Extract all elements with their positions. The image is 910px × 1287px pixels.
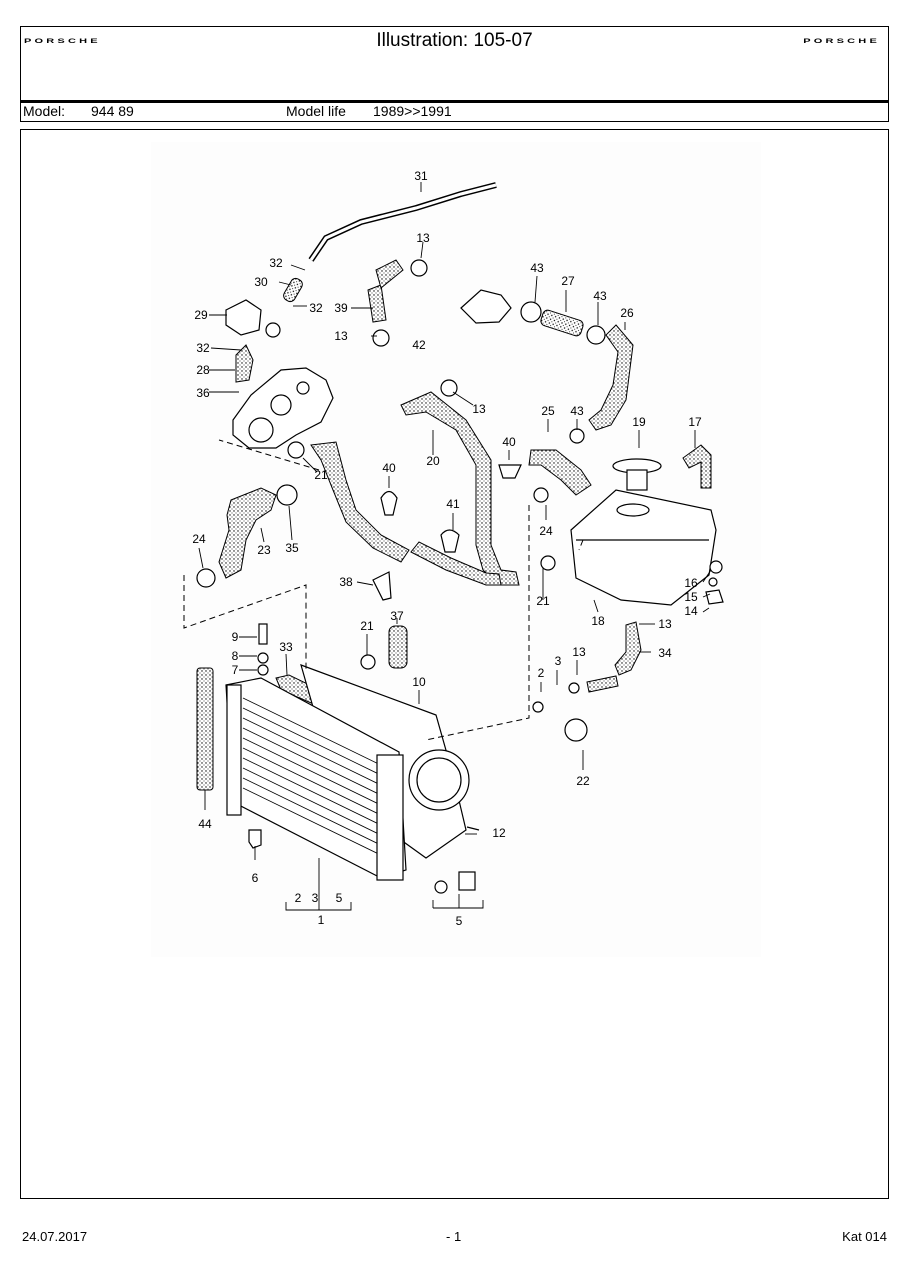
callout-label: 32 [196, 341, 210, 355]
callout-label: 19 [632, 415, 646, 429]
callout-label: 3 [555, 654, 562, 668]
callout-label: 35 [285, 541, 299, 555]
callout-label: 21 [360, 619, 374, 633]
callout-label: 32 [269, 256, 283, 270]
model-life-value: 1989>>1991 [373, 103, 452, 119]
callout-label: 44 [198, 817, 212, 831]
callout-label: 23 [257, 543, 271, 557]
callout-label: 42 [412, 338, 426, 352]
footer-date: 24.07.2017 [22, 1229, 88, 1244]
callout-label: 22 [576, 774, 590, 788]
callout-label: 8 [232, 649, 239, 663]
page-title: Illustration: 105-07 [376, 30, 533, 51]
callout-label: 13 [658, 617, 672, 631]
callout-label: 25 [541, 404, 555, 418]
callout-label: 24 [539, 524, 553, 538]
callout-label: 13 [416, 231, 430, 245]
callout-label: 21 [536, 594, 550, 608]
parts-diagram: 31 32 30 32 13 39 42 13 43 27 43 26 29 3… [151, 142, 761, 957]
callout-label: 43 [593, 289, 607, 303]
callout-label: 3 [312, 891, 319, 905]
header: PORSCHE Illustration: 105-07 PORSCHE Mod… [20, 26, 889, 122]
callout-label: 1 [318, 913, 325, 927]
porsche-logo-left: PORSCHE [24, 38, 101, 45]
footer-catalog: Kat 014 [842, 1229, 887, 1244]
callout-label: 21 [314, 468, 328, 482]
callout-label: 40 [382, 461, 396, 475]
callout-label: 24 [192, 532, 206, 546]
callout-label: 6 [252, 871, 259, 885]
footer-page-number: - 1 [446, 1229, 462, 1244]
header-divider [21, 100, 888, 103]
callout-label: 38 [339, 575, 353, 589]
callout-label: 36 [196, 386, 210, 400]
callout-label: 43 [530, 261, 544, 275]
callout-label: 17 [688, 415, 702, 429]
callout-label: 15 [684, 590, 698, 604]
callout-label: 10 [412, 675, 426, 689]
callout-label: 31 [414, 169, 428, 183]
callout-label: 37 [390, 609, 404, 623]
callout-label: 29 [194, 308, 208, 322]
callout-label: 13 [334, 329, 348, 343]
callout-label: 16 [684, 576, 698, 590]
callout-label: 32 [309, 301, 323, 315]
callout-label: 13 [472, 402, 486, 416]
callout-label: 2 [538, 666, 545, 680]
callout-label: 28 [196, 363, 210, 377]
callout-label: 9 [232, 630, 239, 644]
callout-label: 26 [620, 306, 634, 320]
callout-label: 7 [232, 663, 239, 677]
model-life-label: Model life [286, 103, 346, 119]
callout-label: 41 [446, 497, 460, 511]
callout-label: 27 [561, 274, 575, 288]
callout-label: 5 [456, 914, 463, 928]
callout-label: 12 [492, 826, 506, 840]
callout-label: 13 [572, 645, 586, 659]
callout-label: 18 [591, 614, 605, 628]
callout-label: 30 [254, 275, 268, 289]
model-row: Model: 944 89 Model life 1989>>1991 [21, 103, 888, 121]
porsche-logo-right: PORSCHE [803, 38, 880, 45]
callout-label: 40 [502, 435, 516, 449]
callout-label: 34 [658, 646, 672, 660]
callout-label: 14 [684, 604, 698, 618]
illustration-frame: 31 32 30 32 13 39 42 13 43 27 43 26 29 3… [20, 129, 889, 1199]
callout-labels: 31 32 30 32 13 39 42 13 43 27 43 26 29 3… [192, 169, 702, 928]
model-value: 944 89 [91, 103, 134, 119]
callout-label: 43 [570, 404, 584, 418]
callout-label: 20 [426, 454, 440, 468]
callout-label: 39 [334, 301, 348, 315]
model-label: Model: [23, 103, 66, 119]
callout-label: 2 [295, 891, 302, 905]
callout-label: 33 [279, 640, 293, 654]
callout-label: 5 [336, 891, 343, 905]
